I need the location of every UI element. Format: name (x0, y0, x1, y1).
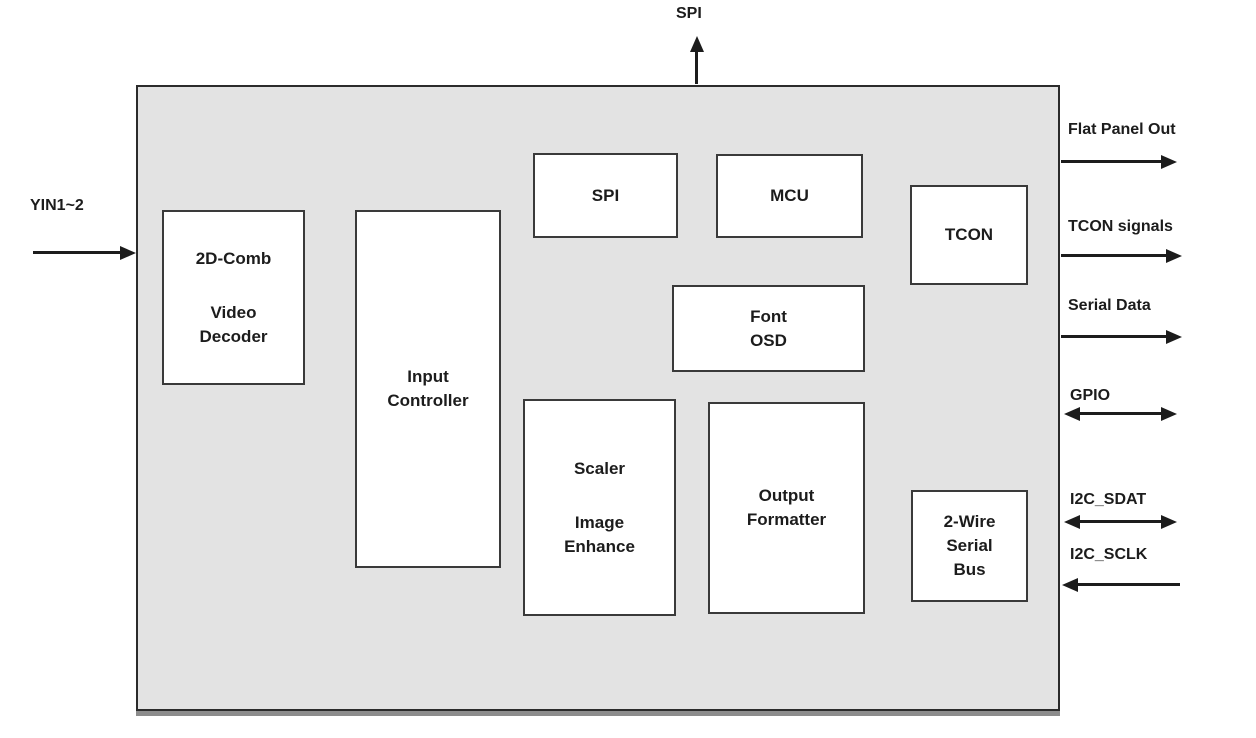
block-video-decoder: 2D-Comb Video Decoder (162, 210, 305, 385)
tcon-signals-arrow-icon (1061, 254, 1167, 257)
block-label: Image (574, 512, 625, 532)
block-label: 2D-Comb (195, 248, 272, 268)
block-label: Output (758, 486, 815, 505)
yin-input-arrow-icon (33, 251, 121, 254)
i2c-sdat-bidirectional-arrow-icon (1079, 520, 1162, 523)
block-label: SPI (591, 185, 620, 205)
port-label-gpio: GPIO (1070, 387, 1111, 404)
block-mcu: MCU (716, 154, 863, 238)
block-label: Controller (387, 391, 469, 410)
flat-panel-out-arrow-icon (1061, 160, 1162, 163)
serial-data-arrow-icon (1061, 335, 1167, 338)
block-label: Bus (953, 560, 986, 579)
port-label-i2c-sdat: I2C_SDAT (1070, 491, 1147, 508)
block-label: TCON (944, 225, 994, 244)
gpio-bidirectional-arrow-icon (1079, 412, 1162, 415)
block-label: Formatter (746, 510, 827, 529)
port-label-i2c-sclk: I2C_SCLK (1070, 546, 1148, 563)
i2c-sclk-input-arrow-icon (1077, 583, 1180, 586)
port-label-tcon-signals: TCON signals (1068, 218, 1173, 235)
block-label: Scaler (573, 458, 626, 478)
block-scaler-image-enhance: Scaler Image Enhance (523, 399, 676, 616)
port-label-spi: SPI (676, 5, 702, 22)
block-input-controller: Input Controller (355, 210, 501, 568)
block-label: OSD (750, 330, 787, 350)
block-label: Serial (946, 536, 993, 555)
port-label-yin1-2: YIN1~2 (30, 197, 84, 214)
block-label: Font (750, 306, 787, 326)
block-font-osd: Font OSD (672, 285, 865, 372)
port-label-serial-data: Serial Data (1068, 297, 1151, 314)
block-label: 2-Wire (943, 512, 996, 531)
block-label: Decoder (199, 326, 268, 346)
port-label-flat-panel-out: Flat Panel Out (1068, 121, 1176, 138)
block-label: Video (210, 302, 257, 322)
block-spi: SPI (533, 153, 678, 238)
block-label: Enhance (564, 536, 635, 556)
block-output-formatter: Output Formatter (708, 402, 865, 614)
block-2-wire-serial-bus: 2-Wire Serial Bus (911, 490, 1028, 602)
block-label: MCU (770, 186, 809, 205)
block-tcon: TCON (910, 185, 1028, 285)
spi-output-arrow-icon (695, 51, 698, 84)
block-label: Input (407, 367, 449, 386)
